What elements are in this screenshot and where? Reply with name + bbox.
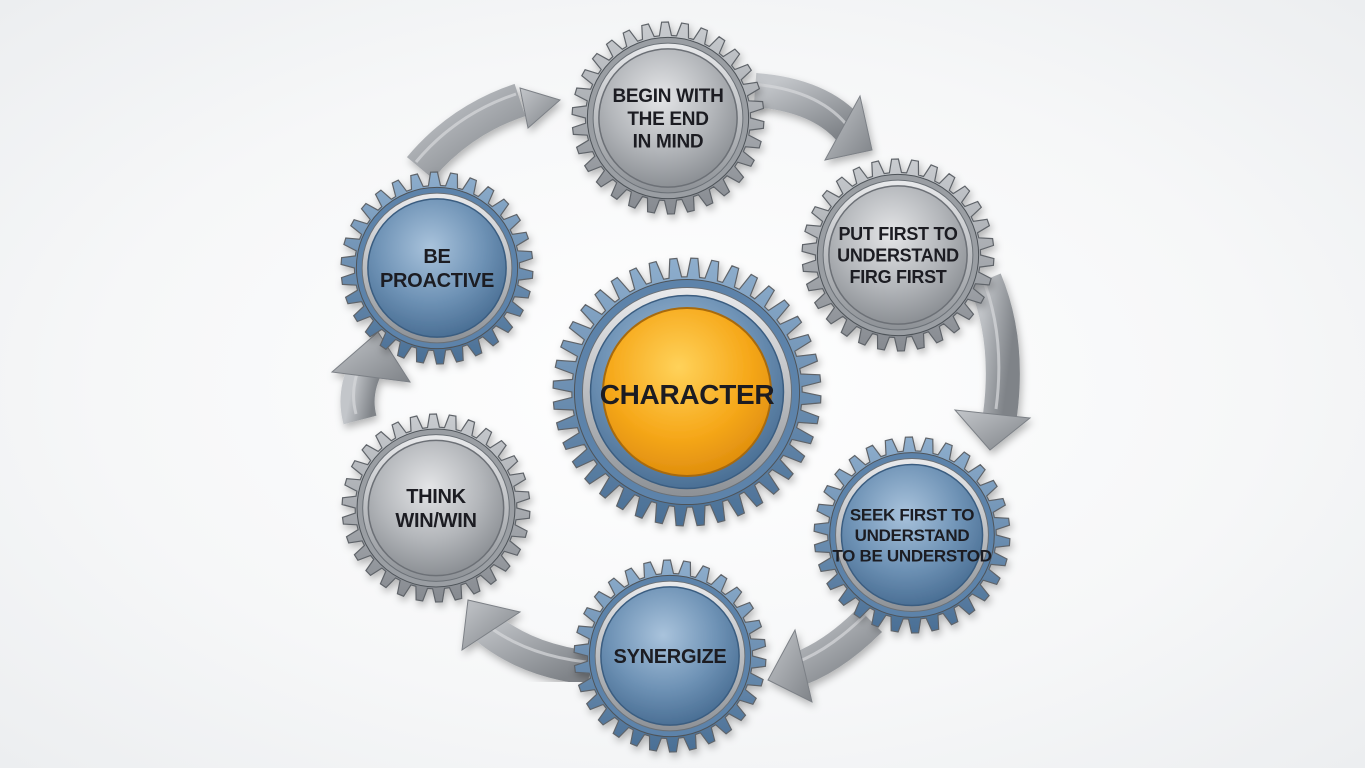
gear-label-seek-first-line-3: TO BE UNDERSTOD [832, 547, 991, 566]
arrow-putfirst-to-seek [953, 273, 1032, 451]
gear-label-seek-first-line-2: UNDERSTAND [855, 526, 970, 545]
gear-character: CHARACTER [552, 257, 822, 527]
gear-label-seek-first-line-1: SEEK FIRST TO [850, 506, 974, 525]
center-gear: CHARACTER [552, 257, 822, 527]
gear-label-think-win-win-line-2: WIN/WIN [395, 510, 476, 532]
gear-label-think-win-win-line-1: THINK [406, 486, 466, 508]
arrow-proactive-to-begin [406, 83, 562, 180]
gear-label-put-first-line-2: UNDERSTAND [837, 246, 959, 266]
arrow-synergize-to-think [461, 599, 593, 685]
gear-label-begin-with-end-line-3: IN MIND [633, 132, 704, 153]
gear-label-put-first-line-3: FIRG FIRST [850, 267, 947, 287]
gear-label-synergize-line-1: SYNERGIZE [614, 646, 727, 668]
gear-label-put-first-line-1: PUT FIRST TO [838, 224, 957, 244]
arrow-begin-to-putfirst [750, 73, 873, 161]
gear-label-begin-with-end-line-1: BEGIN WITH [613, 86, 724, 107]
gear-label-be-proactive-line-2: PROACTIVE [380, 270, 494, 292]
gear-synergize: SYNERGIZE [573, 559, 767, 753]
arrow-think-to-proactive [330, 331, 411, 425]
arrow-seek-to-synergize [767, 607, 883, 703]
gear-label-be-proactive-line-1: BE [423, 246, 450, 268]
gear-label-begin-with-end-line-2: THE END [627, 109, 708, 130]
center-label: CHARACTER [600, 379, 775, 410]
cycle-arrows [330, 73, 1032, 703]
